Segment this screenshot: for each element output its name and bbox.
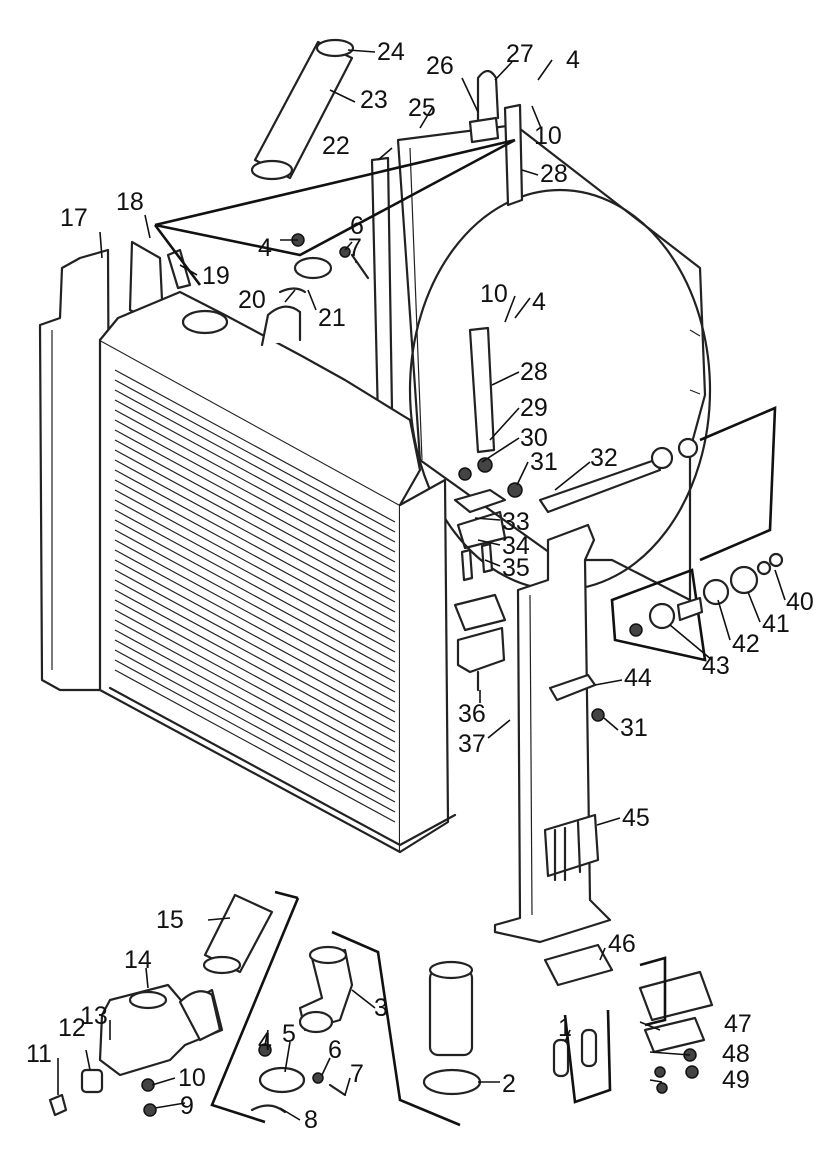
part-label: 4	[566, 46, 580, 74]
part-label: 42	[732, 630, 760, 658]
part-label: 37	[458, 730, 486, 758]
part-label: 25	[408, 94, 436, 122]
part-label: 2	[502, 1070, 516, 1098]
part-label: 29	[520, 394, 548, 422]
part-label: 48	[722, 1040, 750, 1068]
part-label: 43	[702, 652, 730, 680]
part-label: 40	[786, 588, 814, 616]
top-clamp-set	[166, 233, 370, 294]
part-label: 49	[722, 1066, 750, 1094]
lower-pads	[543, 943, 714, 1094]
part-label: 17	[60, 204, 88, 232]
part-label: 41	[762, 610, 790, 638]
part-label: 27	[506, 40, 534, 68]
part-label: 7	[350, 1060, 364, 1088]
part-label: 34	[502, 532, 530, 560]
bottom-clamp-set	[250, 1043, 347, 1114]
vertical-support	[493, 523, 612, 944]
part-label: 15	[156, 906, 184, 934]
part-label: 12	[58, 1014, 86, 1042]
part-label: 6	[350, 212, 364, 240]
mount-pad-stack	[453, 488, 507, 692]
part-label: 46	[608, 930, 636, 958]
part-label: 44	[624, 664, 652, 692]
radiator	[98, 290, 457, 854]
part-label: 7	[348, 234, 362, 262]
part-label: 11	[26, 1040, 52, 1068]
straight-hose	[422, 960, 482, 1096]
bushing-stack	[629, 552, 784, 637]
part-label: 28	[520, 358, 548, 386]
lower-pipe	[298, 945, 354, 1034]
nut	[591, 708, 605, 722]
group-line-mount	[610, 568, 707, 662]
part-label: 35	[502, 554, 530, 582]
part-label: 10	[178, 1064, 206, 1092]
part-label: 4	[258, 234, 272, 262]
part-label: 33	[502, 508, 530, 536]
part-label: 3	[374, 994, 388, 1022]
group-line-pads	[639, 956, 667, 1027]
part-label: 21	[318, 304, 346, 332]
radiator-fins	[114, 369, 396, 823]
part-label: 4	[532, 288, 546, 316]
part-label: 4	[258, 1028, 272, 1056]
leader-lines	[57, 49, 786, 1121]
part-label: 32	[590, 444, 618, 472]
part-label: 14	[124, 946, 152, 974]
part-label: 31	[620, 714, 648, 742]
part-label: 22	[322, 132, 350, 160]
outlet-elbow	[98, 983, 224, 1077]
group-line-right	[699, 405, 777, 562]
part-label: 13	[80, 1002, 108, 1030]
group-line-bottom-left	[210, 890, 300, 1124]
part-label: 5	[282, 1020, 296, 1048]
tie-rod	[458, 437, 699, 514]
part-label: 8	[304, 1106, 318, 1134]
part-label: 31	[530, 448, 558, 476]
left-side-panel	[38, 248, 112, 692]
part-label: 30	[520, 424, 548, 452]
part-label: 10	[480, 280, 508, 308]
top-mount-bracket	[468, 69, 500, 144]
group-line-top	[153, 138, 516, 286]
part-label: 24	[377, 38, 405, 66]
part-label: 28	[540, 160, 568, 188]
radiator-inlet-neck	[260, 305, 302, 347]
part-label: 20	[238, 286, 266, 314]
part-label: 19	[202, 262, 230, 290]
part-label: 26	[426, 52, 454, 80]
part-label: 18	[116, 188, 144, 216]
group-line-bottom-mid	[331, 930, 461, 1127]
upper-hose	[250, 38, 355, 181]
part-label: 6	[328, 1036, 342, 1064]
part-label: 23	[360, 86, 388, 114]
shroud-right-bracket	[468, 103, 524, 454]
sleeves	[552, 1028, 598, 1078]
drain-parts	[48, 1068, 157, 1117]
group-line-bottom-right	[563, 1009, 612, 1104]
part-label: 9	[180, 1092, 194, 1120]
part-label: 1	[558, 1014, 572, 1042]
radiator-cap	[181, 309, 229, 335]
lower-hose	[202, 893, 274, 975]
part-label: 10	[534, 122, 562, 150]
part-label: 47	[724, 1010, 752, 1038]
part-label: 45	[622, 804, 650, 832]
part-label: 36	[458, 700, 486, 728]
